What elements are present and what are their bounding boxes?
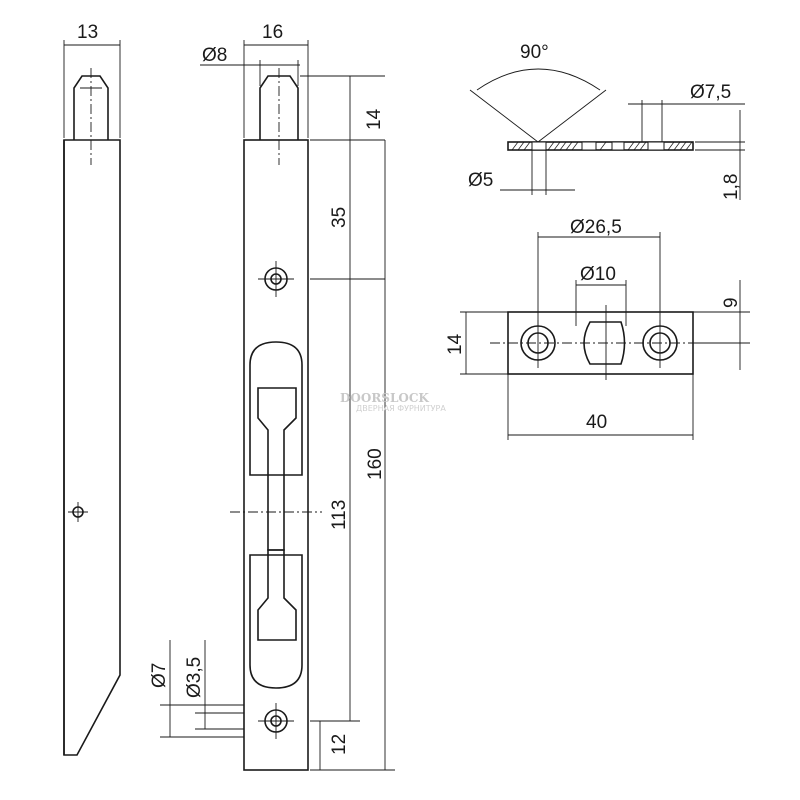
dim-keeper-bolt-hole: Ø10 <box>580 264 616 285</box>
watermark-brand: DOORSLOCK <box>340 391 429 405</box>
side-view <box>63 40 121 756</box>
dim-bolt-diameter: Ø8 <box>202 45 227 66</box>
dim-keeper-half-height: 9 <box>721 297 742 308</box>
dim-keeper-countersink: Ø7,5 <box>690 82 731 103</box>
dim-angle: 90° <box>520 42 549 63</box>
dim-hole-offset: 35 <box>329 207 350 228</box>
dim-keeper-length: 40 <box>586 412 607 433</box>
dim-keeper-hole: Ø5 <box>468 170 493 191</box>
keeper-plan-view <box>460 232 750 440</box>
dim-front-width: 16 <box>262 22 283 43</box>
dim-keeper-height: 14 <box>445 333 466 355</box>
dim-bottom-offset: 12 <box>329 734 350 755</box>
dim-keeper-thickness: 1,8 <box>721 174 742 200</box>
dim-hole-diameter: Ø3,5 <box>184 657 205 698</box>
dim-slot-length: 113 <box>329 500 350 530</box>
dim-keeper-hole-spacing: Ø26,5 <box>570 217 622 238</box>
keeper-section-view <box>469 68 745 200</box>
watermark-tagline: ДВЕРНАЯ ФУРНИТУРА <box>356 404 446 413</box>
dim-countersink-diameter: Ø7 <box>149 663 170 688</box>
dim-bolt-length: 14 <box>364 108 385 130</box>
dim-side-width: 13 <box>77 22 98 43</box>
front-view <box>160 40 395 771</box>
dim-total-length: 160 <box>365 448 386 480</box>
